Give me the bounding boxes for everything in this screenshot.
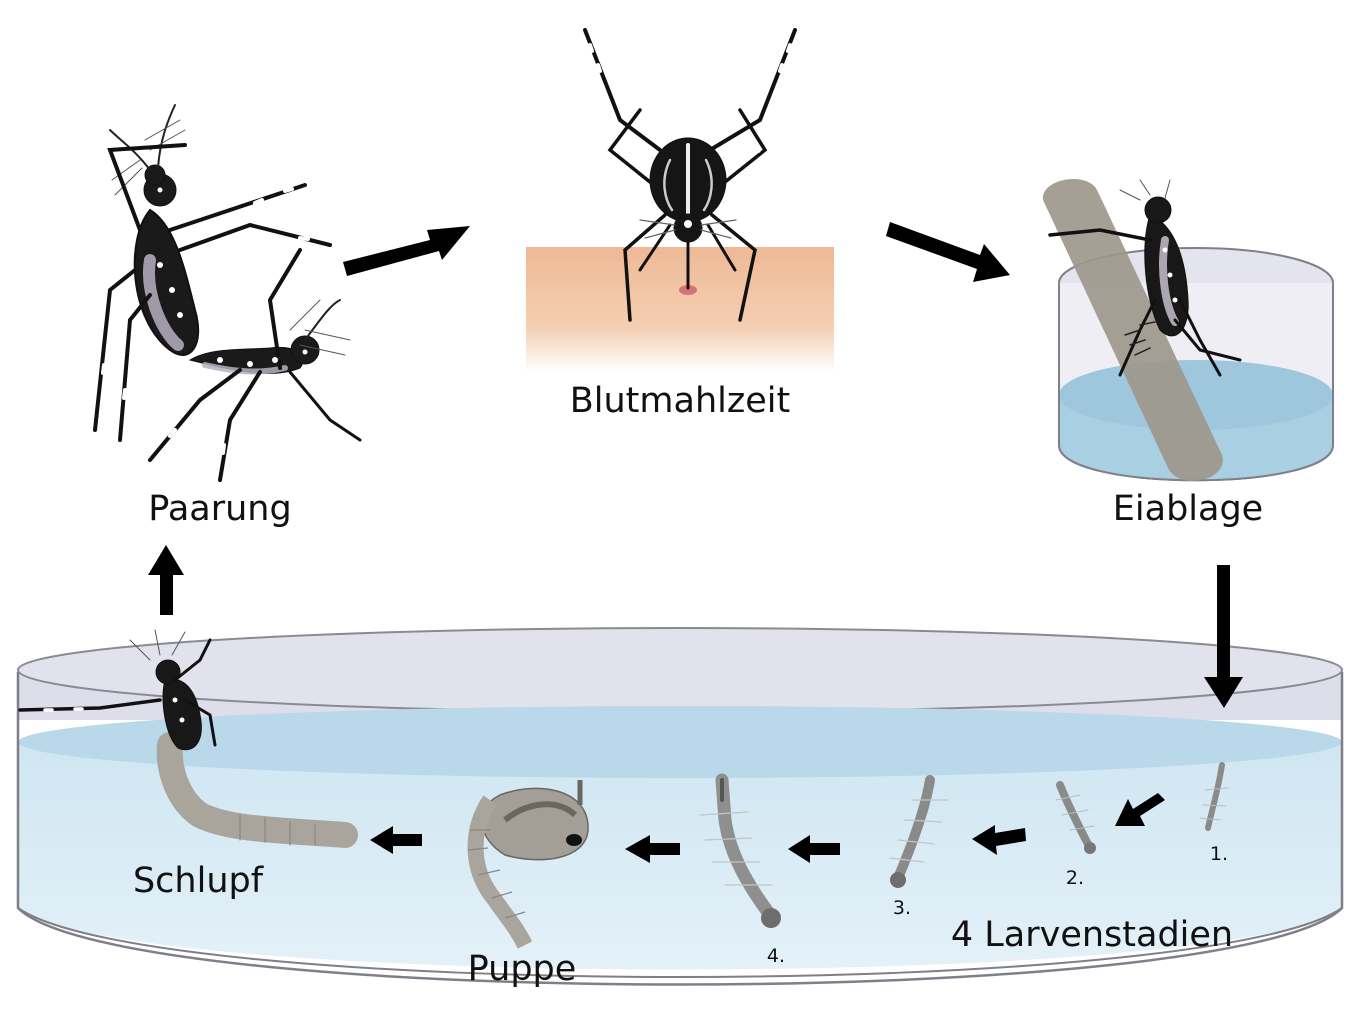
arrow-bloodmeal-to-egglaying xyxy=(886,222,1010,282)
arrow-mating-to-bloodmeal xyxy=(343,226,470,276)
biting-mosquito-icon xyxy=(583,28,797,322)
label-pupa: Puppe xyxy=(468,949,577,989)
label-larval-stages: 4 Larvenstadien xyxy=(951,915,1233,955)
egg-laying-mosquito-icon xyxy=(1048,179,1242,377)
wooden-stick xyxy=(1042,178,1223,482)
larva-stage-2 xyxy=(1055,781,1096,854)
egg-laying-cup xyxy=(1042,178,1334,482)
pupa-icon xyxy=(467,780,589,949)
larva-stage-3 xyxy=(889,775,949,888)
arrow-icon xyxy=(148,222,1243,863)
mating-mosquitoes-icon xyxy=(93,104,362,482)
water-basin xyxy=(16,627,1344,986)
arrow-pupa-to-emergence xyxy=(370,826,422,854)
larva-number-1: 1. xyxy=(1210,843,1228,865)
arrow-egglaying-down xyxy=(1204,565,1243,708)
larva-stage-1 xyxy=(1199,762,1229,831)
arrow-larva-2-to-3 xyxy=(972,825,1026,855)
label-emergence: Schlupf xyxy=(133,861,264,901)
larva-number-2: 2. xyxy=(1066,867,1084,889)
arrow-emergence-to-mating xyxy=(148,545,184,615)
label-egg-laying: Eiablage xyxy=(1113,489,1263,529)
label-blood-meal: Blutmahlzeit xyxy=(570,381,790,421)
larva-icon xyxy=(699,762,1229,928)
larva-number-3: 3. xyxy=(893,897,911,919)
skin-patch xyxy=(526,247,834,372)
larva-number-4: 4. xyxy=(767,945,785,967)
larva-stage-4 xyxy=(699,773,781,928)
emerging-mosquito-icon xyxy=(18,629,358,848)
arrow-larva-4-to-pupa xyxy=(625,835,680,863)
label-mating: Paarung xyxy=(148,489,291,529)
arrow-larva-1-to-2 xyxy=(1115,793,1165,826)
arrow-larva-3-to-4 xyxy=(788,835,840,863)
